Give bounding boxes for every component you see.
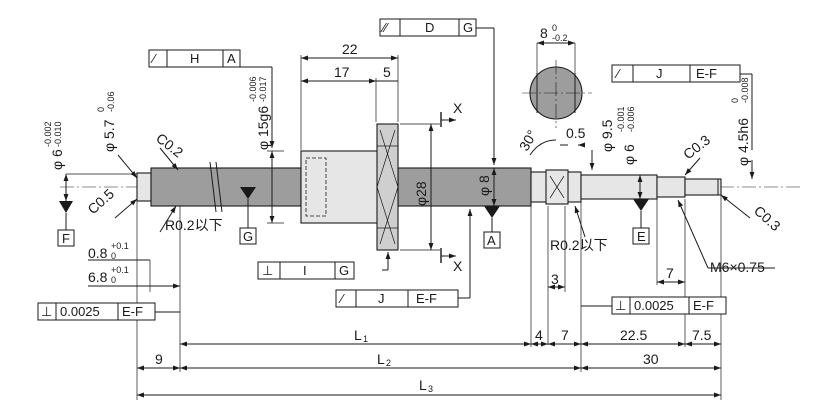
dim-0-8: 0.8 [88,245,108,261]
svg-text:3: 3 [428,384,433,394]
svg-text:⊥: ⊥ [262,263,273,278]
dim-22-5: 22.5 [620,327,647,343]
dim-phi-4-5: φ 4.5h6 [735,118,751,166]
svg-text:0: 0 [552,23,557,33]
svg-text:0.0025: 0.0025 [634,298,674,313]
svg-text:-0.06: -0.06 [106,91,116,112]
dim-9: 9 [155,351,163,367]
svg-text:0: 0 [111,251,116,261]
dim-phi-5-7: φ 5.7 [101,119,117,152]
svg-text:-0.2: -0.2 [552,33,568,43]
dim-22: 22 [342,41,358,57]
chamfer-c0-3-top: C0.3 [680,131,713,162]
fcf-J-mid: ⁄ J E-F [335,289,459,308]
dim-phi-6-right: φ 6 [621,144,637,165]
fillet-r0-2-right: R0.2以下 [550,237,608,253]
thread-m6: M6×0.75 [710,259,765,275]
shaft [60,161,800,213]
svg-text:E-F: E-F [122,304,143,319]
dim-7: 7 [561,327,569,343]
svg-text:0: 0 [730,98,740,103]
chamfer-c0-2: C0.2 [153,130,186,161]
svg-text:-0.002: -0.002 [43,121,53,147]
dim-5: 5 [383,64,391,80]
svg-text:0: 0 [96,107,106,112]
svg-text:-0.008: -0.008 [740,77,750,103]
section-x-top: X [453,100,463,116]
svg-text:+0.1: +0.1 [111,265,129,275]
svg-text:0.0025: 0.0025 [60,304,100,319]
svg-text:I: I [303,263,307,278]
end-section-view [522,60,592,128]
svg-text:⁄: ⁄ [614,66,621,81]
dim-17: 17 [334,64,350,80]
svg-text:1: 1 [363,334,368,344]
svg-text:E: E [637,229,646,244]
dim-L1: L [354,327,362,343]
dim-phi-9-5: φ 9.5 [599,119,615,152]
dim-30-deg: 30° [516,127,540,153]
dimension-lines [63,40,755,398]
datum-F: F [57,229,75,247]
chamfer-c0-3-bottom: C0.3 [751,202,784,234]
dim-phi-6-left: φ 6 [49,149,65,170]
dim-4: 4 [535,327,543,343]
datum-A: A [483,231,501,249]
svg-text:G: G [243,229,253,244]
dim-7-5: 7.5 [692,327,712,343]
fcf-I: ⊥ I G [257,261,355,280]
svg-text:-0.010: -0.010 [53,121,63,147]
fcf-perp-right: ⊥ 0.0025 E-F [611,296,727,315]
svg-text:D: D [425,20,434,35]
svg-text:-0.006: -0.006 [248,76,258,102]
svg-text:-0.017: -0.017 [258,76,268,102]
datum-E: E [632,227,650,245]
svg-text:A: A [227,51,236,66]
svg-text:E-F: E-F [696,66,717,81]
svg-text:-0.001: -0.001 [616,106,626,132]
section-x-markers: X X [440,100,463,274]
svg-text:⊥: ⊥ [615,298,626,313]
dim-7-thread: 7 [666,265,674,281]
svg-text:⁄: ⁄ [338,291,345,306]
svg-text:⁄: ⁄ [150,51,157,66]
dim-0-5: 0.5 [566,125,586,141]
svg-text:J: J [378,291,385,306]
dim-30: 30 [643,351,659,367]
dim-phi-8-shaft: φ 8 [476,175,492,196]
dim-L2: L [377,351,385,367]
svg-text:E-F: E-F [416,291,437,306]
svg-text:E-F: E-F [693,298,714,313]
dim-L3: L [419,377,427,393]
fcf-D: ⁄⁄ D G [379,18,477,37]
svg-text:⁄⁄: ⁄⁄ [380,20,389,35]
svg-text:J: J [656,66,663,81]
svg-text:-0.006: -0.006 [626,106,636,132]
fcf-H: ⁄ H A [148,49,241,68]
ball-nut [300,123,399,251]
svg-text:+0.1: +0.1 [111,241,129,251]
dim-3: 3 [551,271,559,287]
dim-8-section: 8 [540,25,548,41]
svg-text:⊥: ⊥ [41,304,52,319]
chamfer-c0-5: C0.5 [84,185,117,217]
svg-text:G: G [463,20,473,35]
dim-6-8: 6.8 [88,269,108,285]
svg-text:H: H [190,51,199,66]
svg-text:G: G [339,263,349,278]
fcf-perp-left: ⊥ 0.0025 E-F [37,302,156,321]
dim-phi-28: φ28 [413,181,429,206]
svg-text:F: F [62,231,70,246]
dim-phi-15g6: φ 15g6 [255,106,271,150]
svg-text:A: A [487,233,496,248]
svg-text:0: 0 [111,275,116,285]
svg-text:2: 2 [386,358,391,368]
fillet-r0-2-left: R0.2以下 [165,217,223,233]
leaders [59,27,775,313]
datum-G: G [239,227,257,245]
section-x-bottom: X [453,258,463,274]
fcf-J-top: ⁄ J E-F [611,64,741,83]
